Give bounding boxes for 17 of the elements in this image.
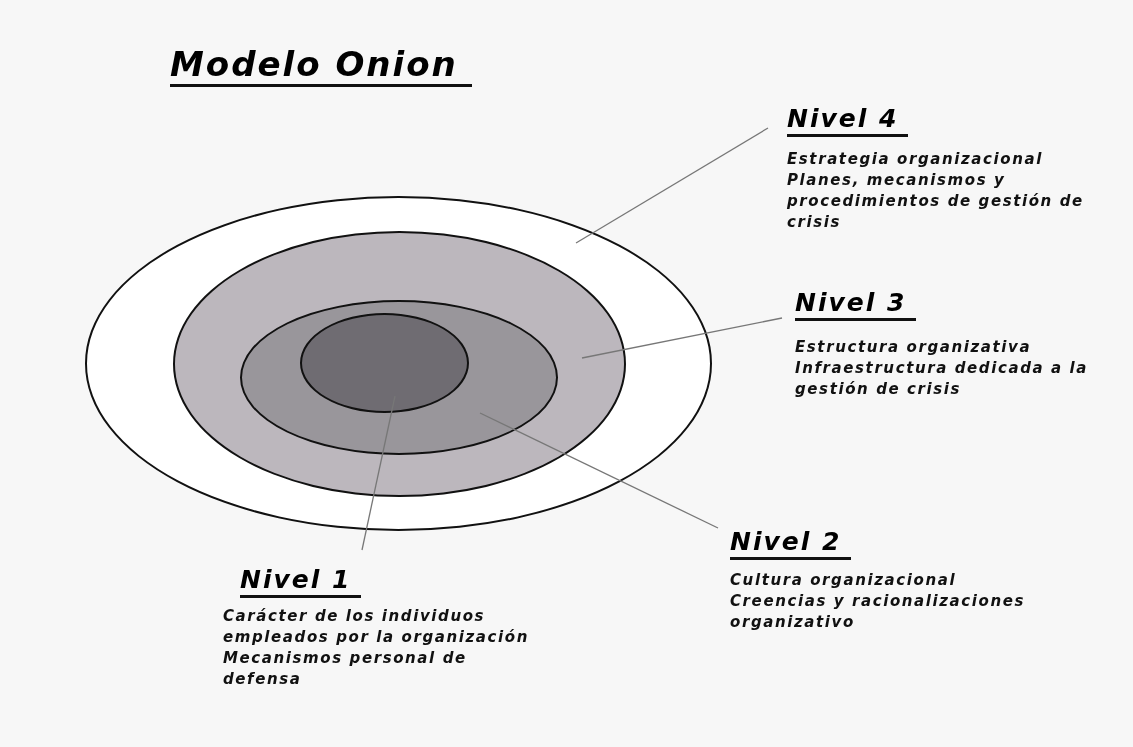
level-description: Estrategia organizacional — [787, 149, 1044, 170]
leader-line — [581, 317, 783, 359]
level-description: Mecanismos personal de defensa — [223, 648, 468, 690]
level-description: Carácter de los individuos empleados por la organización — [223, 606, 530, 648]
level-description: Infraestructura dedicada a la gestión de crisis — [795, 358, 1090, 400]
level-description: Cultura organizacional — [730, 570, 958, 591]
level-description: Estructura organizativa — [795, 337, 1033, 358]
level-description: Planes, mecanismos y procedimientos de gestión de crisis — [787, 170, 1085, 233]
level-heading: Nivel 2 — [730, 527, 852, 560]
level-description: Creencias y racionalizaciones organizativo — [730, 591, 1027, 633]
leader-line — [575, 127, 769, 244]
level-heading: Nivel 4 — [787, 104, 909, 137]
diagram-title: Modelo Onion — [170, 44, 472, 87]
level-heading: Nivel 1 — [240, 565, 362, 598]
leader-line — [361, 395, 396, 551]
leader-line — [479, 412, 719, 529]
level-heading: Nivel 3 — [795, 288, 917, 321]
